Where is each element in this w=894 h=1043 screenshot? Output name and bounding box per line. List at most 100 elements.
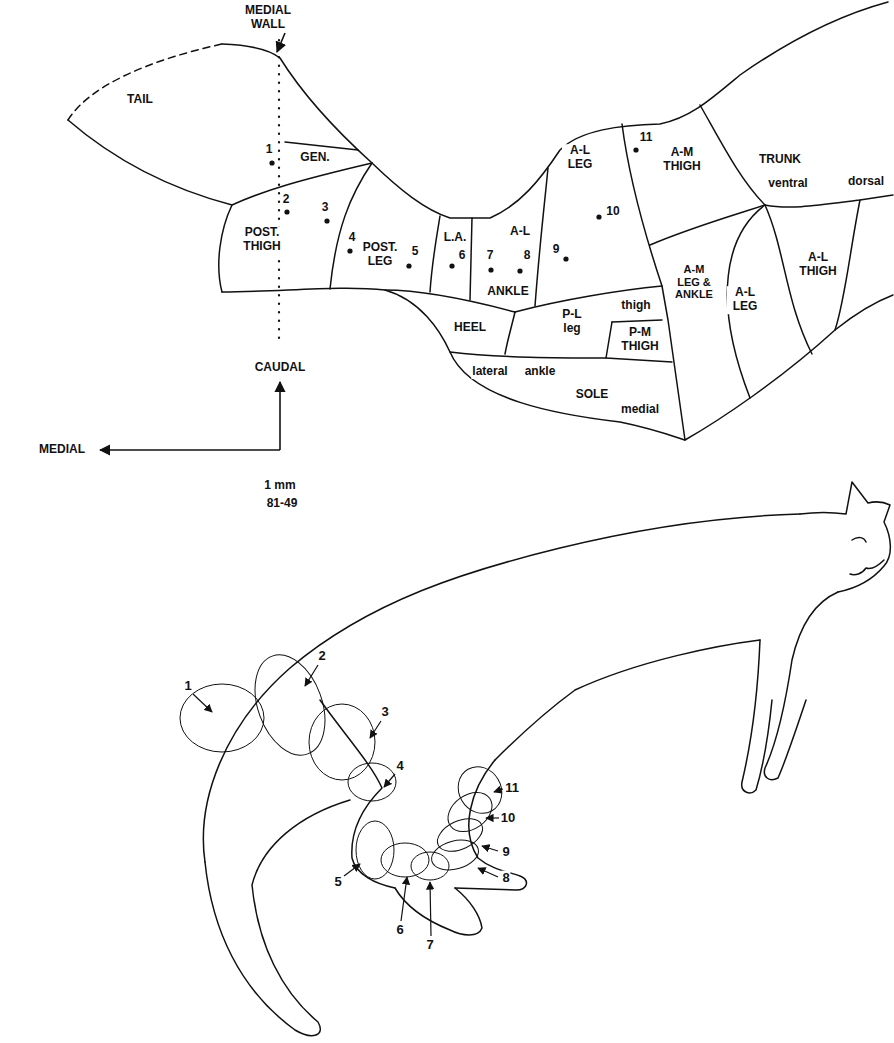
region-border — [68, 120, 232, 292]
site-number: 10 — [605, 205, 620, 219]
cat-mouth — [850, 560, 884, 575]
region-label: A-L LEG — [562, 144, 598, 172]
cat-thigh — [320, 700, 395, 888]
callout-arrow — [344, 864, 360, 876]
site-dot — [324, 218, 329, 223]
region-border — [505, 312, 515, 354]
site-number: 6 — [458, 249, 467, 263]
site-dot — [488, 267, 493, 272]
map-border — [222, 2, 888, 218]
region-label: P-M THIGH — [616, 326, 664, 354]
region-label: L.A. — [443, 231, 468, 245]
callout-number: 1 — [183, 679, 192, 694]
region-border — [430, 216, 440, 292]
region-label: A-M LEG & ANKLE — [671, 263, 717, 301]
callout-arrow — [305, 665, 318, 686]
region-border — [285, 142, 358, 150]
site-number: 5 — [411, 245, 420, 259]
callout-number: 11 — [504, 781, 520, 796]
region-border — [232, 163, 372, 205]
region-border — [765, 195, 893, 207]
callout-number: 4 — [395, 759, 404, 774]
receptive-field — [242, 645, 338, 765]
orientation-arrows — [100, 382, 280, 450]
site-number: 1 — [265, 143, 274, 157]
site-number: 8 — [523, 249, 532, 263]
callout-number: 8 — [501, 871, 510, 886]
site-dot — [517, 268, 522, 273]
dashed-border — [68, 44, 222, 120]
region-border — [515, 286, 662, 312]
cat-hindleg — [395, 888, 482, 935]
callout-number: 6 — [395, 923, 404, 938]
callout-arrow — [401, 877, 407, 921]
site-dot — [563, 256, 568, 261]
receptive-field — [411, 852, 449, 880]
region-border — [650, 205, 765, 245]
receptive-field — [348, 763, 396, 801]
site-dot — [269, 160, 274, 165]
region-border — [765, 205, 812, 354]
region-label: HEEL — [453, 321, 487, 335]
region-border — [330, 163, 372, 289]
scale-label: 1 mm — [263, 479, 296, 493]
site-number: 3 — [321, 201, 330, 215]
region-label: ankle — [524, 365, 557, 379]
orientation-label: MEDIAL — [38, 443, 86, 457]
site-number: 2 — [282, 193, 291, 207]
callout-arrow — [430, 882, 431, 936]
callout-number: 2 — [317, 649, 326, 664]
callout-number: 7 — [425, 938, 434, 953]
cat-head — [800, 482, 890, 592]
callout-number: 10 — [500, 811, 516, 826]
medial-arrow — [100, 449, 280, 451]
callout-arrow — [478, 868, 498, 877]
region-border — [535, 168, 548, 306]
receptive-fields — [180, 645, 510, 880]
cat-drawing — [203, 482, 890, 1036]
callout-number: 3 — [380, 705, 389, 720]
callout-number: 5 — [333, 875, 342, 890]
cat-back — [203, 514, 800, 862]
region-label: ventral — [767, 177, 808, 191]
region-label: SOLE — [575, 388, 610, 402]
medial-wall-line — [278, 40, 280, 345]
region-label: medial — [620, 403, 660, 417]
region-label: TAIL — [126, 93, 154, 107]
caudal-arrow — [279, 382, 281, 450]
receptive-field — [432, 812, 487, 858]
site-number: 9 — [552, 243, 561, 257]
region-label: lateral — [471, 365, 508, 379]
cat-hindleg — [455, 760, 526, 890]
region-label: thigh — [620, 299, 651, 313]
site-dot — [284, 209, 289, 214]
cat-foreleg — [742, 640, 772, 793]
site-number: 11 — [639, 131, 654, 145]
region-border — [612, 320, 662, 322]
cat-eye — [852, 538, 866, 542]
region-label: A-M THIGH — [658, 146, 706, 174]
site-number: 7 — [486, 249, 495, 263]
region-label: dorsal — [847, 175, 885, 189]
region-border — [606, 322, 612, 358]
receptive-field — [356, 821, 394, 879]
region-label: POST. THIGH — [236, 226, 288, 254]
receptive-field — [381, 843, 429, 877]
receptive-field — [428, 835, 482, 874]
region-border — [727, 205, 765, 398]
receptive-field — [180, 684, 264, 752]
callout-arrow — [384, 774, 395, 787]
site-number: 4 — [348, 231, 357, 245]
pointer-arrow — [277, 33, 285, 52]
cortex-map — [68, 2, 893, 440]
orientation-label: CAUDAL — [254, 361, 307, 375]
region-label: GEN. — [299, 151, 330, 165]
region-label: A-L — [509, 225, 531, 239]
site-dot — [596, 214, 601, 219]
region-border — [700, 105, 765, 205]
region-label: P-L leg — [556, 308, 588, 336]
region-label: A-L LEG — [727, 286, 763, 314]
callout-arrow — [370, 721, 381, 738]
